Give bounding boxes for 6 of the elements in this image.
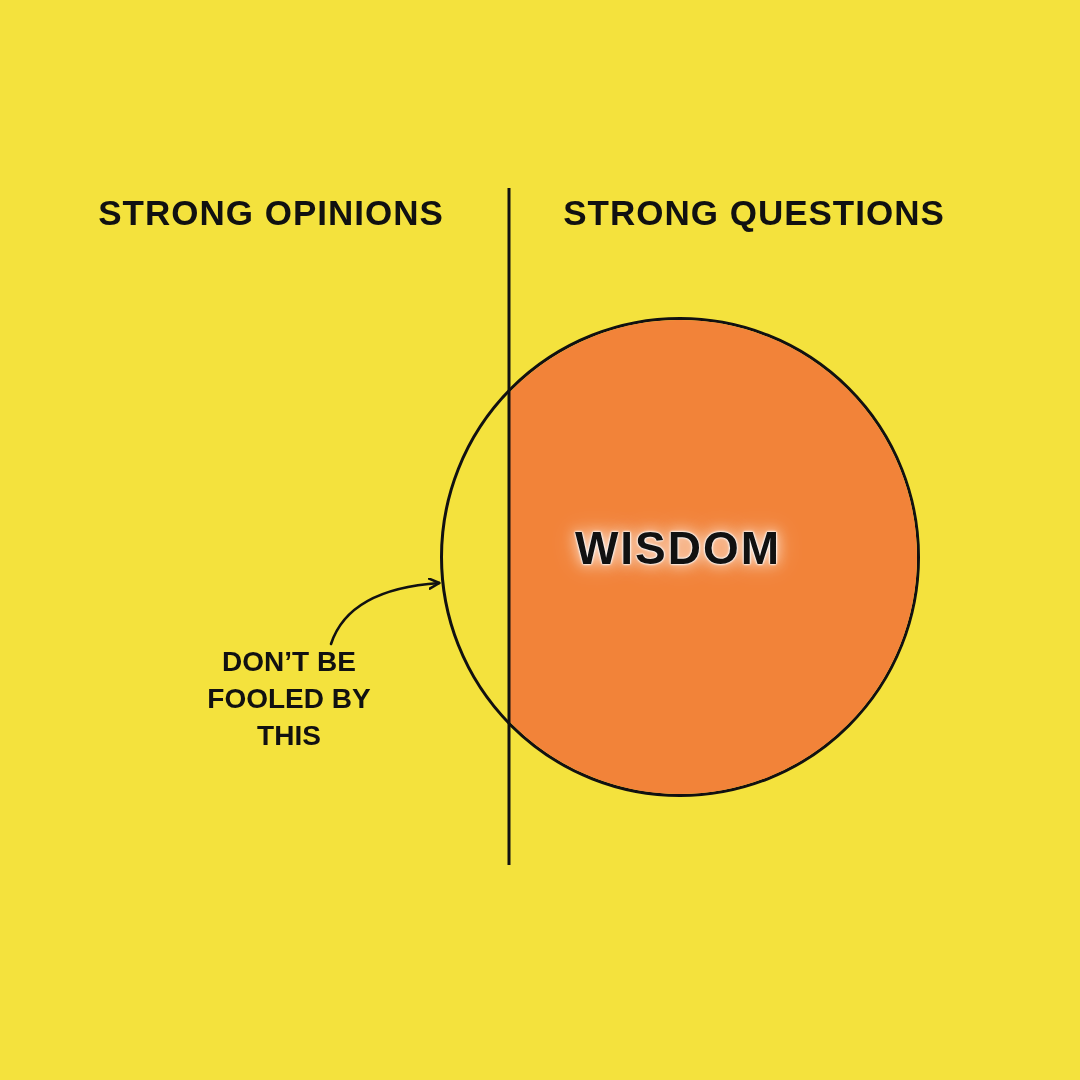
curved-arrow xyxy=(329,577,441,646)
column-heading: STRONG QUESTIONS xyxy=(563,193,945,233)
circle-outline xyxy=(440,317,920,797)
column-heading: STRONG OPINIONS xyxy=(98,193,444,233)
area-label: WISDOM xyxy=(574,525,782,571)
annotation-text: DON’T BE FOOLED BY THIS xyxy=(184,643,394,754)
